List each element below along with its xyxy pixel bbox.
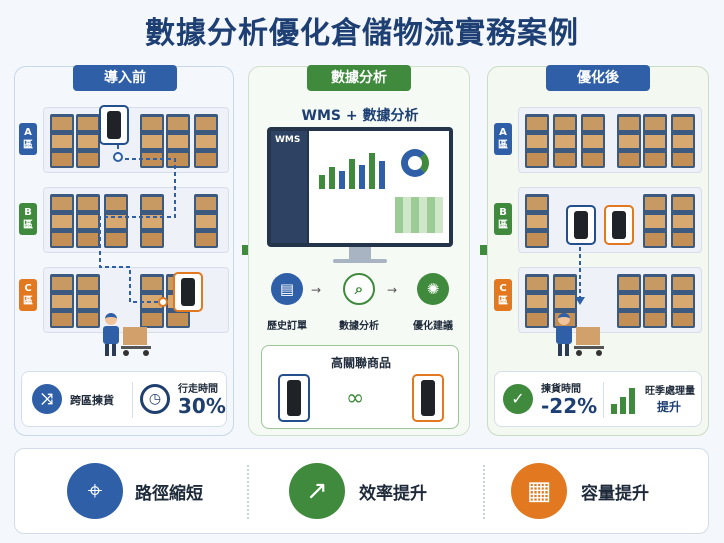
related-phone-b (412, 374, 444, 422)
growth-bars-icon (611, 384, 639, 414)
after-stat-left-label: 揀貨時間 (541, 384, 581, 395)
after-phone-a (566, 205, 596, 245)
short-route-path (575, 247, 585, 305)
before-stat-right-value: 30% (178, 394, 226, 418)
shuffle-icon: ⤨ (32, 384, 62, 414)
analysis-tag: 數據分析 (307, 65, 411, 91)
analysis-panel: 數據分析 WMS + 數據分析 WMS ▤ → ⌕ → ✺ 歷史訂單 數據分析 … (248, 65, 470, 436)
benefit-capacity: 容量提升 (581, 484, 649, 504)
picking-route-path (99, 145, 176, 307)
step-data-analysis: 數據分析 (339, 321, 379, 332)
after-zone-a-label: A 區 (494, 123, 512, 155)
check-icon: ✓ (503, 384, 533, 414)
wms-bar-chart-graphic (319, 153, 385, 189)
clock-icon: ◷ (140, 384, 170, 414)
before-tag: 導入前 (73, 65, 177, 91)
wms-screen-label: WMS (275, 135, 301, 145)
shelf-row-b (43, 187, 229, 253)
analysis-heading: WMS + 數據分析 (301, 108, 419, 124)
after-panel: 優化後 A 區 B 區 C 區 ✓ 揀貨時間 -22% (487, 65, 709, 436)
document-icon: ▤ (271, 273, 303, 305)
after-stat-card: ✓ 揀貨時間 -22% 旺季處理量 提升 (494, 371, 702, 427)
wms-heatmap-graphic (395, 197, 443, 233)
related-products-card: 高關聯商品 ∞ (261, 345, 459, 429)
after-phone-b (604, 205, 634, 245)
related-products-title: 高關聯商品 (330, 356, 391, 370)
wms-monitor: WMS (267, 127, 453, 247)
benefit-route-shorten: 路徑縮短 (135, 484, 203, 504)
chart-growth-icon: ↗ (289, 463, 345, 519)
benefits-bar: ⌖ 路徑縮短 ↗ 效率提升 ▦ 容量提升 (14, 448, 709, 534)
before-panel: 導入前 A 區 B 區 C 區 ⤨ 跨區揀貨 ◷ 行走時間 30% (14, 65, 234, 436)
zone-c-label: C 區 (19, 279, 37, 311)
shelf-row-a (43, 107, 229, 173)
before-stat-card: ⤨ 跨區揀貨 ◷ 行走時間 30% (21, 371, 227, 427)
related-phone-a (278, 374, 310, 422)
step-history-orders: 歷史訂單 (267, 321, 307, 332)
after-tag: 優化後 (546, 65, 650, 91)
after-zone-c-label: C 區 (494, 279, 512, 311)
after-stat-right-label: 旺季處理量 (645, 386, 695, 397)
boxes-icon: ▦ (511, 463, 567, 519)
zone-b-label: B 區 (19, 203, 37, 235)
phone-item-zone-a (99, 105, 129, 145)
lightbulb-icon: ✺ (417, 273, 449, 305)
zone-a-label: A 區 (19, 123, 37, 155)
route-pin-icon: ⌖ (67, 463, 123, 519)
before-stat-right-label: 行走時間 (178, 384, 218, 395)
benefit-efficiency: 效率提升 (359, 484, 427, 504)
after-stat-right-value: 提升 (657, 400, 682, 414)
after-shelf-row-a (518, 107, 702, 173)
worker-with-cart-icon (101, 313, 157, 357)
phone-item-zone-c (173, 272, 203, 312)
before-stat-left-label: 跨區揀貨 (70, 394, 114, 407)
step-optimization: 優化建議 (413, 321, 453, 332)
after-zone-b-label: B 區 (494, 203, 512, 235)
after-shelf-row-b (518, 187, 702, 253)
after-stat-left-value: -22% (541, 394, 598, 418)
magnifier-chart-icon: ⌕ (343, 273, 375, 305)
wms-donut-graphic (401, 149, 429, 177)
page-title: 數據分析優化倉儲物流實務案例 (145, 16, 579, 51)
link-icon: ∞ (346, 386, 365, 411)
after-worker-with-cart-icon (554, 313, 610, 357)
